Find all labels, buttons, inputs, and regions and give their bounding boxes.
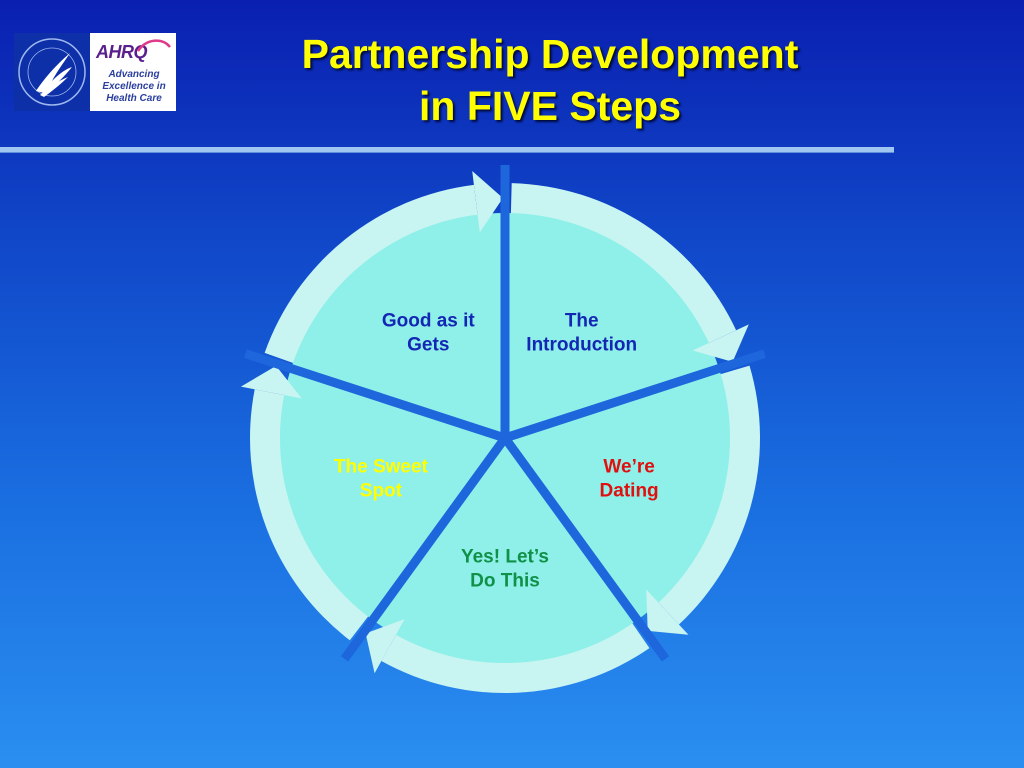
ahrq-logo: AHRQ Advancing Excellence in Health Care [90, 33, 176, 111]
cycle-ring-band-4 [250, 389, 371, 641]
cycle-divider-4 [340, 435, 509, 662]
page-title: Partnership Development in FIVE Steps [190, 28, 910, 132]
ahrq-swoosh-icon [136, 39, 171, 52]
cycle-segment-2 [505, 368, 731, 621]
step-label-5-line-2: Gets [407, 334, 449, 355]
cycle-arrowhead-3 [365, 619, 405, 674]
step-label-4-line-1: The Sweet [334, 456, 429, 477]
step-label-3-line-2: Do This [470, 571, 540, 592]
ahrq-name: AHRQ [96, 42, 148, 62]
hhs-eagle-seal-icon [14, 33, 90, 111]
title-line-1: Partnership Development [301, 31, 799, 77]
step-label-4-line-2: Spot [360, 480, 403, 501]
cycle-ring-band-2 [655, 365, 760, 625]
cycle-arrowhead-5 [472, 171, 503, 233]
cycle-segment-4 [279, 368, 505, 621]
ahrq-tagline: Advancing Excellence in Health Care [102, 69, 166, 104]
step-label-5-line-1: Good as it [382, 310, 476, 331]
step-label-1-line-2: Introduction [526, 334, 637, 355]
step-label-3: Yes! Let’s Do This [461, 547, 549, 592]
title-divider [0, 147, 894, 153]
logo-group: AHRQ Advancing Excellence in Health Care [14, 33, 176, 111]
cycle-arrowhead-4 [240, 365, 302, 399]
cycle-divider-5 [243, 349, 507, 443]
cycle-segment-3 [372, 438, 638, 663]
step-label-2-line-2: Dating [600, 480, 659, 501]
cycle-arrowhead-1 [692, 324, 749, 362]
cycle-ring-band-3 [381, 620, 650, 693]
cycle-divider-2 [503, 349, 767, 443]
step-label-5: Good as it Gets [382, 310, 476, 355]
step-label-1-line-1: The [565, 310, 599, 331]
cycle-arrowhead-2 [646, 589, 689, 635]
cycle-divider-3 [501, 435, 670, 662]
title-line-2: in FIVE Steps [419, 83, 681, 129]
step-label-3-line-1: Yes! Let’s [461, 547, 549, 568]
step-label-2-line-1: We’re [603, 456, 654, 477]
